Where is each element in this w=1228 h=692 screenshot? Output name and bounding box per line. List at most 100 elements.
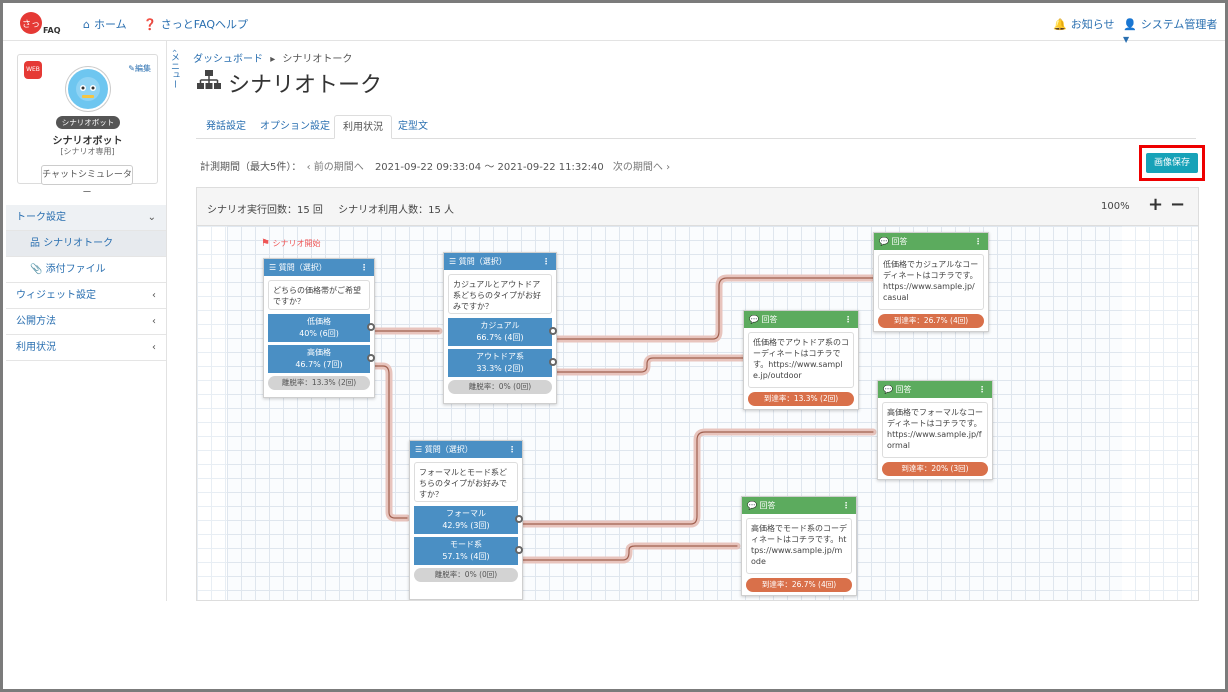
page-title-text: シナリオトーク [228, 73, 383, 98]
answer-node[interactable]: 💬 回答⋮ 高価格でモード系のコーディネートはコチラです。https://www… [741, 496, 857, 596]
flag-icon: ⚑ [261, 238, 270, 249]
nav-home-link[interactable]: ⌂ホーム [83, 16, 127, 32]
sidebar-item-label: ウィジェット設定 [16, 290, 96, 301]
sidebar-item-attachments[interactable]: 📎 添付ファイル [6, 257, 166, 283]
answer-text: 低価格でアウトドア系のコーディネートはコチラです。https://www.sam… [748, 332, 854, 388]
tab-usage[interactable]: 利用状況 [334, 115, 392, 139]
option-stat: 66.7% (4回) [476, 333, 524, 342]
user-icon: 👤 [1123, 18, 1137, 31]
more-vertical-icon[interactable]: ⋮ [974, 237, 982, 246]
flow-panel: シナリオ実行回数：15 回 シナリオ利用人数：15 人 100% + − [196, 187, 1199, 601]
zoom-level: 100% [1101, 201, 1130, 212]
breadcrumb: ダッシュボード ▸ シナリオトーク [193, 50, 352, 65]
edit-label: 編集 [135, 64, 151, 73]
period-label: 計測期間（最大5件）： [200, 162, 302, 173]
more-vertical-icon[interactable]: ⋮ [542, 257, 550, 266]
sidebar-item-widget-settings[interactable]: ウィジェット設定 ‹ [6, 283, 166, 309]
chevron-left-icon: ‹ [169, 49, 179, 53]
answer-text: 高価格でモード系のコーディネートはコチラです。https://www.sampl… [746, 518, 852, 574]
flow-panel-header: シナリオ実行回数：15 回 シナリオ利用人数：15 人 100% + − [197, 188, 1198, 226]
sidebar-menu-toggle[interactable]: ‹メニュー [167, 44, 181, 94]
bot-name: シナリオボット [52, 136, 123, 147]
chevron-down-icon: ⌄ [147, 212, 156, 223]
connector-port[interactable] [367, 323, 375, 331]
tab-utterance-settings[interactable]: 発話設定 [206, 121, 246, 132]
node-header: ☰ 質問（選択）⋮ [444, 253, 556, 270]
sidebar-item-publish[interactable]: 公開方法 ‹ [6, 309, 166, 335]
nav-help-label: さっとFAQヘルプ [160, 18, 249, 31]
sitemap-icon [196, 69, 222, 97]
option-stat: 40% (6回) [299, 329, 339, 338]
home-icon: ⌂ [83, 18, 90, 31]
more-vertical-icon[interactable]: ⋮ [844, 315, 852, 324]
svg-text:FAQ: FAQ [43, 26, 61, 35]
reach-rate: 到達率：20% (3回) [882, 462, 988, 476]
scenario-stats: シナリオ実行回数：15 回 シナリオ利用人数：15 人 [207, 201, 454, 216]
nav-user-menu[interactable]: 👤システム管理者 ▼ [1123, 16, 1225, 45]
connector-port[interactable] [515, 546, 523, 554]
breadcrumb-dashboard-link[interactable]: ダッシュボード [193, 54, 263, 65]
question-node[interactable]: ☰ 質問（選択） ⋮ フォーマルとモード系どちらのタイプがお好みですか？ フォーマ… [409, 440, 523, 600]
option-stat: 46.7% (7回) [295, 360, 343, 369]
option-label: モード系 [450, 540, 482, 549]
zoom-out-button[interactable]: − [1170, 194, 1186, 215]
sidebar-item-usage[interactable]: 利用状況 ‹ [6, 335, 166, 361]
next-period-link[interactable]: 次の期間へ › [612, 162, 671, 173]
nav-notice-link[interactable]: 🔔お知らせ [1053, 16, 1114, 32]
connector-port[interactable] [367, 354, 375, 362]
answer-node[interactable]: 💬 回答⋮ 低価格でカジュアルなコーディネートはコチラです。https://ww… [873, 232, 989, 332]
connector-port[interactable] [549, 327, 557, 335]
node-header: 💬 回答⋮ [878, 381, 992, 398]
comment-icon: 💬 [879, 237, 889, 246]
tab-templates[interactable]: 定型文 [398, 121, 428, 132]
avatar [66, 67, 110, 111]
chat-simulator-button[interactable]: チャットシミュレーター [41, 165, 133, 198]
node-title: 回答 [891, 237, 908, 246]
connector-port[interactable] [549, 358, 557, 366]
option-label: アウトドア系 [476, 352, 524, 361]
nav-help-link[interactable]: ❓さっとFAQヘルプ [143, 16, 248, 32]
node-header: 💬 回答⋮ [744, 311, 858, 328]
zoom-in-button[interactable]: + [1148, 194, 1164, 215]
more-vertical-icon[interactable]: ⋮ [360, 263, 368, 272]
bot-badge: シナリオボット [56, 116, 120, 129]
question-text: フォーマルとモード系どちらのタイプがお好みですか？ [414, 462, 518, 502]
bell-icon: 🔔 [1053, 18, 1067, 31]
sidebar-item-talk-settings[interactable]: トーク設定 ⌄ [6, 205, 166, 231]
reach-rate: 到達率：13.3% (2回) [748, 392, 854, 406]
node-title: 回答 [759, 501, 776, 510]
answer-node[interactable]: 💬 回答⋮ 高価格でフォーマルなコーディネートはコチラです。https://ww… [877, 380, 993, 480]
question-text: カジュアルとアウトドア系どちらのタイプがお好みですか？ [448, 274, 552, 314]
node-title: 質問（選択） [424, 445, 473, 454]
sidebar-item-label: 公開方法 [16, 316, 56, 327]
question-text: どちらの価格帯がご希望ですか？ [268, 280, 370, 310]
option-stat: 42.9% (3回) [442, 521, 490, 530]
reach-rate: 到達率：26.7% (4回) [746, 578, 852, 592]
answer-node[interactable]: 💬 回答⋮ 低価格でアウトドア系のコーディネートはコチラです。https://w… [743, 310, 859, 410]
main-content: ダッシュボード ▸ シナリオトーク シナリオトーク 発話設定 オプション設定 利… [190, 41, 1205, 601]
connector-port[interactable] [515, 515, 523, 523]
prev-period-link[interactable]: ‹ 前の期間へ [306, 162, 364, 173]
question-node[interactable]: ☰ 質問（選択）⋮ カジュアルとアウトドア系どちらのタイプがお好みですか？ カジ… [443, 252, 557, 404]
save-image-button[interactable]: 画像保存 [1146, 153, 1198, 173]
list-icon: ☰ [415, 445, 423, 454]
more-vertical-icon[interactable]: ⋮ [508, 445, 516, 454]
tab-option-settings[interactable]: オプション設定 [260, 121, 330, 132]
more-vertical-icon[interactable]: ⋮ [842, 501, 850, 510]
sidebar: WEB ✎編集 シナリオボット シナリオボット [シナリオ専用] チャットシミュ… [6, 41, 167, 601]
edit-link[interactable]: ✎編集 [128, 63, 151, 74]
app-logo[interactable]: さっ FAQ [19, 9, 65, 37]
node-title: 回答 [895, 385, 912, 394]
page-title: シナリオトーク [196, 67, 382, 99]
more-vertical-icon[interactable]: ⋮ [978, 385, 986, 394]
sidebar-item-scenario-talk[interactable]: 品 シナリオトーク [6, 231, 166, 257]
question-circle-icon: ❓ [143, 18, 157, 31]
